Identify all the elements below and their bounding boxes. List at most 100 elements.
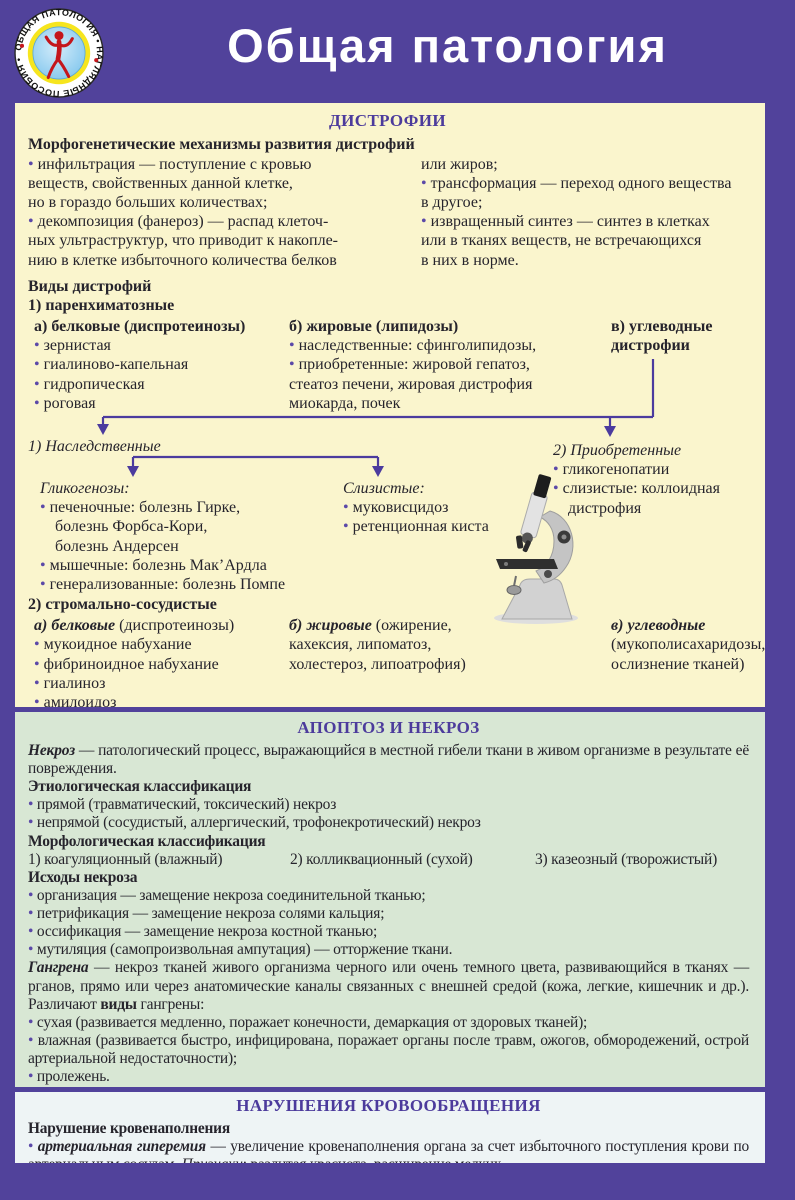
definition-text: гангрены:: [136, 995, 205, 1013]
col-fatty-list: наследственные: сфинголипидозы, приобрет…: [289, 336, 611, 413]
morph-item: 3) казеозный (творожистый): [535, 850, 718, 868]
list-item: роговая: [34, 394, 289, 413]
list-item: оссификация — замещение некроза костной …: [28, 923, 749, 941]
col-carb: в) углеводные дистрофии: [611, 317, 747, 413]
section-necrosis: АПОПТОЗ И НЕКРОЗ Некроз — патологический…: [15, 712, 765, 1087]
dystrophies-title: ДИСТРОФИИ: [329, 111, 446, 130]
flow-diagram: 1) Наследственные Гликогенозы: печеночны…: [28, 359, 765, 707]
term-necrosis: Некроз: [28, 741, 75, 759]
morphologic-title: Морфологическая классификация: [28, 832, 266, 850]
list-item: слизистые: коллоидная дистрофия: [553, 479, 720, 517]
stromal-columns: а) белковые (диспротеинозы) мукоидное на…: [28, 616, 765, 707]
list-item: гликогенопатии: [553, 460, 720, 479]
col-protein-head: а) белковые (диспротеинозы): [34, 318, 246, 336]
mucous-title: Слизистые:: [343, 480, 425, 498]
mucous-block: Слизистые: муковисцидоз ретенционная кис…: [343, 479, 489, 537]
list-item: мышечные: болезнь Мак’Ардла: [40, 556, 285, 575]
list-item: амилоидоз: [34, 693, 289, 707]
mechanisms-right-column: или жиров; трансформация — переход одног…: [421, 155, 747, 270]
logo-badge: ОБЩАЯ ПАТОЛОГИЯ • НАГЛЯДНЫЕ ПОСОБИЯ •: [14, 8, 104, 98]
hereditary-title: 1) Наследственные: [28, 438, 161, 456]
logo-dot-left: [19, 43, 25, 48]
mechanisms-left-list: инфильтрация — поступление с кровью веще…: [28, 155, 413, 270]
outcomes-list: организация — замещение некроза соединит…: [28, 887, 749, 960]
circulation-title: НАРУШЕНИЯ КРОВООБРАЩЕНИЯ: [236, 1096, 541, 1115]
head-rest: (диспротеинозы): [115, 617, 235, 635]
morphologic-row: 1) коагуляционный (влажный) 2) колликвац…: [28, 851, 749, 869]
col-protein: а) белковые (диспротеинозы) зернистая ги…: [34, 317, 289, 413]
list-item: наследственные: сфинголипидозы,: [289, 336, 611, 355]
etiologic-list: прямой (травматический, токсический) нек…: [28, 796, 749, 832]
outcomes-title: Исходы некроза: [28, 868, 138, 886]
list-item: печеночные: болезнь Гирке, болезнь Форбс…: [40, 498, 285, 556]
mechanisms-columns: инфильтрация — поступление с кровью веще…: [28, 155, 747, 270]
head-emph: б) жировые: [289, 617, 372, 635]
acquired-list: гликогенопатии слизистые: коллоидная дис…: [553, 460, 720, 518]
list-item: генерализованные: болезнь Помпе: [40, 575, 285, 594]
col-fatty-head: б) жировые (липидозы): [289, 318, 459, 336]
stromal-block: 2) стромально-сосудистые а) белковые (ди…: [28, 595, 765, 707]
definition-text: : разлитая краснота, расширение мелких: [243, 1156, 502, 1163]
list-item: мутиляция (самопроизвольная ампутация) —…: [28, 941, 749, 959]
arterial-hyperemia-paragraph: • артериальная гиперемия — увеличение кр…: [28, 1138, 749, 1163]
definition-text: — патологический процесс, выражающийся в…: [28, 741, 749, 777]
list-item: гидропическая: [34, 375, 289, 394]
list-item: пролежень.: [28, 1068, 749, 1086]
morph-item: 1) коагуляционный (влажный): [28, 850, 223, 868]
bullet-glyph: •: [28, 1137, 38, 1155]
list-item: ретенционная киста: [343, 517, 489, 536]
blood-filling-title: Нарушение кровенаполнения: [28, 1119, 230, 1137]
list-item: влажная (развивается быстро, инфицирован…: [28, 1032, 749, 1068]
emphasis-vidy: виды: [100, 995, 137, 1013]
col-protein-list: зернистая гиалиново-капельная гидропичес…: [34, 336, 289, 413]
page-title: Общая патология: [227, 19, 668, 72]
col-stromal-protein: а) белковые (диспротеинозы) мукоидное на…: [34, 616, 289, 707]
mechanisms-right-list: трансформация — переход одного вещества …: [421, 174, 747, 270]
etiologic-title: Этиологическая классификация: [28, 778, 252, 796]
glycogenoses-list: печеночные: болезнь Гирке, болезнь Форбс…: [40, 498, 285, 594]
header: ОБЩАЯ ПАТОЛОГИЯ • НАГЛЯДНЫЕ ПОСОБИЯ • Об…: [0, 0, 795, 103]
list-item: гиалиново-капельная: [34, 355, 289, 374]
head-emph: а) белковые: [34, 617, 116, 635]
list-item: мукоидное набухание: [34, 635, 289, 654]
term-arterial-hyperemia: артериальная гиперемия: [37, 1137, 206, 1155]
col-stromal-fatty: б) жировые (ожирение, кахексия, липомато…: [289, 616, 611, 707]
list-item: прямой (травматический, токсический) нек…: [28, 796, 749, 814]
col-carb-head: в) углеводные дистрофии: [611, 318, 713, 355]
parenchymal-title: 1) паренхиматозные: [28, 296, 175, 314]
list-item: муковисцидоз: [343, 498, 489, 517]
acquired-block: 2) Приобретенные гликогенопатии слизисты…: [553, 441, 720, 518]
morph-item: 2) колликвационный (сухой): [290, 850, 473, 868]
list-item: петрификация — замещение некроза солями …: [28, 905, 749, 923]
col-fatty: б) жировые (липидозы) наследственные: сф…: [289, 317, 611, 413]
logo-anatomy-figure-icon: [44, 31, 74, 80]
list-item: организация — замещение некроза соединит…: [28, 887, 749, 905]
glycogenoses-block: Гликогенозы: печеночные: болезнь Гирке, …: [40, 479, 285, 594]
mechanisms-title: Морфогенетические механизмы развития дис…: [28, 136, 415, 154]
list-item: сухая (развивается медленно, поражает ко…: [28, 1014, 749, 1032]
term-signs: Признаки: [182, 1156, 243, 1163]
necrosis-definition: Некроз — патологический процесс, выражаю…: [28, 742, 749, 778]
list-item: фибриноидное набухание: [34, 655, 289, 674]
gangrene-definition: Гангрена — некроз тканей живого организм…: [28, 959, 749, 1013]
list-item: инфильтрация — поступление с кровью веще…: [28, 155, 413, 213]
section-circulation: НАРУШЕНИЯ КРОВООБРАЩЕНИЯ Нарушение крове…: [15, 1092, 765, 1163]
list-item: непрямой (сосудистый, аллергический, тро…: [28, 814, 749, 832]
continuation-text: или жиров;: [421, 155, 498, 173]
necrosis-title: АПОПТОЗ И НЕКРОЗ: [297, 718, 480, 737]
mucous-list: муковисцидоз ретенционная киста: [343, 498, 489, 536]
col-stromal-carb: в) углеводные (мукополисахаридозы, ослиз…: [611, 616, 765, 707]
term-gangrene: Гангрена: [28, 959, 89, 977]
head-emph: в) углеводные: [611, 617, 706, 635]
logo-dot-right: [94, 58, 99, 63]
col-stromal-protein-head: а) белковые (диспротеинозы): [34, 616, 289, 635]
section-dystrophies: ДИСТРОФИИ Морфогенетические механизмы ра…: [15, 103, 765, 707]
stromal-title: 2) стромально-сосудистые: [28, 596, 217, 614]
acquired-title: 2) Приобретенные: [553, 442, 682, 460]
glycogenoses-title: Гликогенозы:: [40, 480, 130, 498]
list-item: декомпозиция (фанероз) — распад клеточ- …: [28, 212, 413, 270]
list-item: зернистая: [34, 336, 289, 355]
list-item: трансформация — переход одного вещества …: [421, 174, 747, 212]
definition-text: — увеличение кровенаполнения органа за с…: [28, 1137, 749, 1163]
